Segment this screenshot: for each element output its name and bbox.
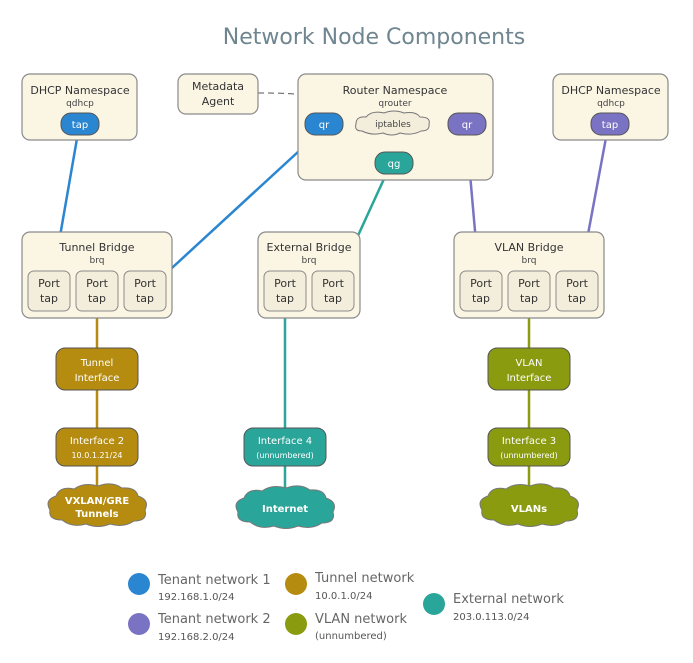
svg-text:Port: Port xyxy=(518,277,540,290)
svg-text:tap: tap xyxy=(40,292,58,305)
vlans-cloud: VLANs xyxy=(479,483,579,527)
vlan-port-2: Port tap xyxy=(507,270,551,312)
tunnel-port-3: Port tap xyxy=(123,270,167,312)
svg-text:Interface 2: Interface 2 xyxy=(70,436,124,447)
tunnel-interface: Tunnel Interface xyxy=(55,347,139,391)
svg-text:Port: Port xyxy=(86,277,108,290)
tunnels-cloud: VXLAN/GRE Tunnels xyxy=(47,483,147,527)
svg-text:Interface 4: Interface 4 xyxy=(258,436,312,447)
external-port-2: Port tap xyxy=(311,270,355,312)
legend-swatch-tenant2 xyxy=(128,613,150,635)
tunnel-port-2: Port tap xyxy=(75,270,119,312)
svg-text:10.0.1.0/24: 10.0.1.0/24 xyxy=(315,591,372,602)
vlan-bridge-sub: brq xyxy=(522,256,537,266)
dhcp-left-sub: qdhcp xyxy=(66,99,94,109)
interface-4: Interface 4 (unnumbered) xyxy=(243,427,327,467)
router-iptables: iptables xyxy=(375,120,411,130)
iptables-cloud-shape xyxy=(355,110,430,136)
router-title: Router Namespace xyxy=(343,84,448,97)
svg-text:Port: Port xyxy=(566,277,588,290)
dhcp-right-sub: qdhcp xyxy=(597,99,625,109)
vlan-bridge: VLAN Bridge brq Port tap Port tap Port t… xyxy=(453,231,605,319)
dhcp-left-tap: tap xyxy=(72,120,88,131)
svg-text:Tenant network 2: Tenant network 2 xyxy=(157,612,271,627)
dhcp-right-title: DHCP Namespace xyxy=(561,84,661,97)
svg-text:tap: tap xyxy=(472,292,490,305)
legend-tunnel-network: Tunnel network 10.0.1.0/24 xyxy=(285,571,415,602)
svg-text:VLAN network: VLAN network xyxy=(315,612,407,627)
external-port-1: Port tap xyxy=(263,270,307,312)
legend-external-network: External network 203.0.113.0/24 xyxy=(423,592,564,623)
internet-cloud: Internet xyxy=(235,485,335,529)
dhcp-namespace-right: DHCP Namespace qdhcp tap xyxy=(552,73,669,141)
tunnel-bridge: Tunnel Bridge brq Port tap Port tap Port… xyxy=(21,231,173,319)
svg-text:Interface 3: Interface 3 xyxy=(502,436,556,447)
metadata-line1: Metadata xyxy=(192,80,244,93)
router-qr-left: qr xyxy=(319,120,330,131)
svg-text:(unnumbered): (unnumbered) xyxy=(315,631,387,642)
svg-text:tap: tap xyxy=(568,292,586,305)
svg-text:Internet: Internet xyxy=(262,504,308,515)
svg-text:10.0.1.21/24: 10.0.1.21/24 xyxy=(71,451,122,460)
legend-vlan-network: VLAN network (unnumbered) xyxy=(285,612,407,642)
svg-text:(unnumbered): (unnumbered) xyxy=(500,451,557,460)
vlan-port-3: Port tap xyxy=(555,270,599,312)
tunnel-port-1: Port tap xyxy=(27,270,71,312)
interface-2: Interface 2 10.0.1.21/24 xyxy=(55,427,139,467)
svg-text:Tunnel: Tunnel xyxy=(80,358,114,369)
svg-text:(unnumbered): (unnumbered) xyxy=(256,451,313,460)
router-sub: qrouter xyxy=(378,99,411,109)
svg-text:Tunnels: Tunnels xyxy=(75,509,118,520)
router-qr-right: qr xyxy=(462,120,473,131)
svg-text:192.168.2.0/24: 192.168.2.0/24 xyxy=(158,632,235,643)
svg-text:tap: tap xyxy=(520,292,538,305)
vlan-bridge-title: VLAN Bridge xyxy=(494,241,563,254)
tunnel-bridge-sub: brq xyxy=(90,256,105,266)
external-bridge-sub: brq xyxy=(302,256,317,266)
svg-text:Port: Port xyxy=(322,277,344,290)
legend-swatch-tenant1 xyxy=(128,573,150,595)
svg-text:External network: External network xyxy=(453,592,564,607)
external-bridge-title: External Bridge xyxy=(267,241,352,254)
svg-text:Interface: Interface xyxy=(75,373,120,384)
svg-text:Port: Port xyxy=(470,277,492,290)
vlan-interface: VLAN Interface xyxy=(487,347,571,391)
dhcp-left-title: DHCP Namespace xyxy=(30,84,130,97)
svg-text:tap: tap xyxy=(276,292,294,305)
legend-swatch-vlan xyxy=(285,613,307,635)
interface-3: Interface 3 (unnumbered) xyxy=(487,427,571,467)
dhcp-right-tap: tap xyxy=(602,120,618,131)
legend-tenant-network-1: Tenant network 1 192.168.1.0/24 xyxy=(128,573,271,603)
svg-text:tap: tap xyxy=(136,292,154,305)
svg-text:Interface: Interface xyxy=(507,373,552,384)
legend: Tenant network 1 192.168.1.0/24 Tenant n… xyxy=(128,571,564,643)
svg-text:Tunnel network: Tunnel network xyxy=(314,571,415,586)
svg-text:Port: Port xyxy=(134,277,156,290)
vlan-port-1: Port tap xyxy=(459,270,503,312)
link-router-qr-to-tunnel-port xyxy=(147,127,325,291)
svg-text:192.168.1.0/24: 192.168.1.0/24 xyxy=(158,592,235,603)
legend-tenant-network-2: Tenant network 2 192.168.2.0/24 xyxy=(128,612,271,643)
svg-text:Tenant network 1: Tenant network 1 xyxy=(157,573,271,588)
svg-text:tap: tap xyxy=(88,292,106,305)
legend-swatch-external xyxy=(423,593,445,615)
metadata-agent: Metadata Agent xyxy=(177,73,259,115)
svg-text:VLANs: VLANs xyxy=(511,504,547,515)
svg-text:tap: tap xyxy=(324,292,342,305)
link-metadata-to-iptables xyxy=(257,92,387,115)
legend-swatch-tunnel xyxy=(285,573,307,595)
external-bridge: External Bridge brq Port tap Port tap xyxy=(257,231,361,319)
metadata-line2: Agent xyxy=(202,95,235,108)
svg-text:VXLAN/GRE: VXLAN/GRE xyxy=(65,496,129,507)
svg-text:203.0.113.0/24: 203.0.113.0/24 xyxy=(453,612,530,623)
svg-text:Port: Port xyxy=(274,277,296,290)
svg-text:Port: Port xyxy=(38,277,60,290)
router-namespace: Router Namespace qrouter qr iptables qr … xyxy=(297,73,494,181)
router-qg: qg xyxy=(388,159,401,170)
tunnel-bridge-title: Tunnel Bridge xyxy=(58,241,134,254)
diagram-title: Network Node Components xyxy=(223,25,525,50)
dhcp-namespace-left: DHCP Namespace qdhcp tap xyxy=(21,73,138,141)
svg-text:VLAN: VLAN xyxy=(516,358,543,369)
